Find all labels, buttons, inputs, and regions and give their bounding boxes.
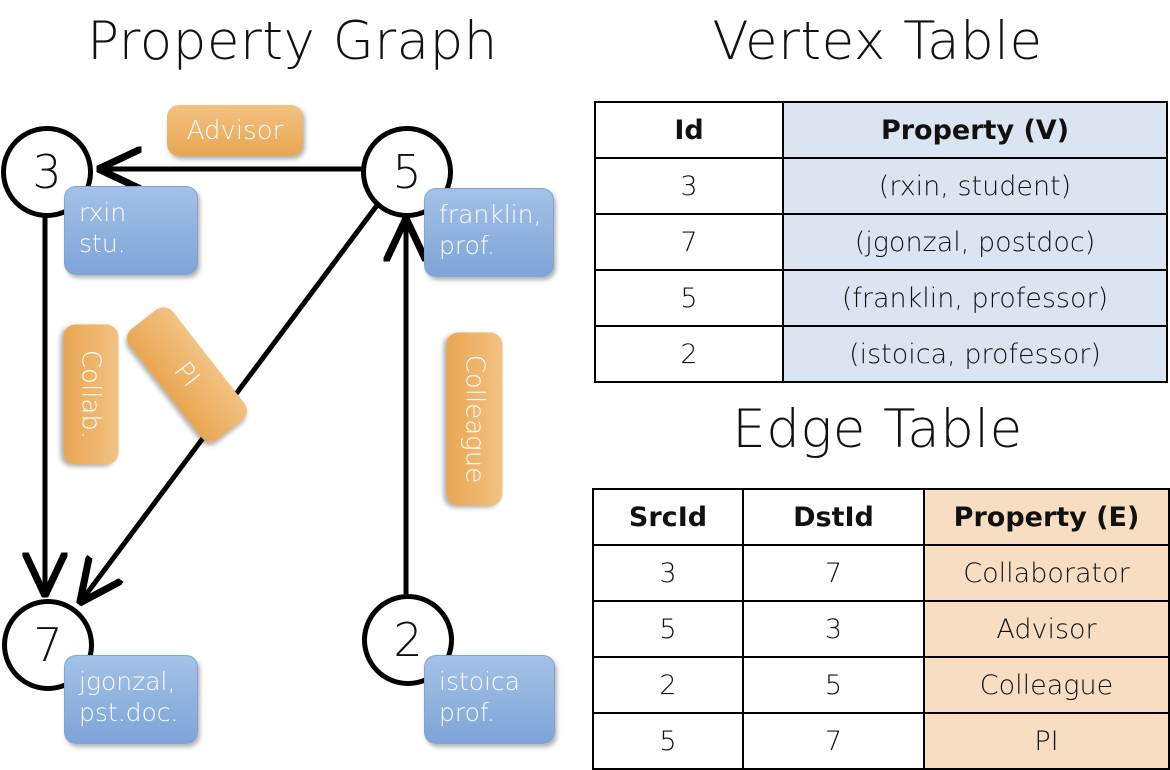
table-row: 2 (istoica, professor)	[594, 325, 1168, 383]
edge-cell-srcid: 5	[592, 600, 744, 658]
vertex-property-badge-7: jgonzal, pst.doc.	[64, 655, 198, 744]
graph-node-3-label: 3	[32, 145, 62, 199]
vertex-cell-property: (rxin, student)	[782, 157, 1168, 215]
vertex-property-badge-5: franklin, prof.	[424, 188, 554, 277]
vertex-table-header-property: Property (V)	[782, 101, 1168, 159]
page-title-property-graph: Property Graph	[87, 11, 498, 72]
vertex-property-5-line1: franklin,	[439, 200, 542, 229]
vertex-property-5-line2: prof.	[439, 231, 495, 260]
vertex-property-badge-3: rxin stu.	[64, 186, 198, 275]
edge-cell-srcid: 5	[592, 712, 744, 770]
table-row: 2 5 Colleague	[592, 656, 1170, 714]
vertex-property-7-line1: jgonzal,	[79, 667, 176, 696]
vertex-cell-property: (jgonzal, postdoc)	[782, 213, 1168, 271]
graph-node-2-label: 2	[393, 613, 423, 667]
edge-property-badge-colleague: Colleague	[446, 332, 503, 506]
vertex-cell-property: (istoica, professor)	[782, 325, 1168, 383]
table-row: 3 7 Collaborator	[592, 544, 1170, 602]
graph-node-2[interactable]: 2	[362, 594, 454, 686]
edge-cell-property: Advisor	[923, 600, 1170, 658]
edge-table-header-property: Property (E)	[923, 488, 1170, 546]
edge-cell-dstid: 5	[742, 656, 925, 714]
edge-cell-srcid: 2	[592, 656, 744, 714]
edge-property-badge-collab: Collab.	[63, 324, 119, 465]
vertex-table: Id Property (V) 3 (rxin, student) 7 (jgo…	[594, 101, 1168, 383]
vertex-cell-id: 3	[594, 157, 784, 215]
table-row: 3 (rxin, student)	[594, 157, 1168, 215]
edge-cell-dstid: 3	[742, 600, 925, 658]
vertex-property-3-line1: rxin	[79, 198, 127, 227]
edge-cell-property: Collaborator	[923, 544, 1170, 602]
edge-cell-property: Colleague	[923, 656, 1170, 714]
edge-property-colleague-label: Colleague	[459, 354, 490, 484]
vertex-cell-id: 2	[594, 325, 784, 383]
edge-cell-dstid: 7	[742, 712, 925, 770]
vertex-property-3-line2: stu.	[79, 229, 126, 258]
table-row: 7 (jgonzal, postdoc)	[594, 213, 1168, 271]
edge-property-pi-label: PI	[167, 356, 207, 393]
edge-cell-dstid: 7	[742, 544, 925, 602]
edge-property-badge-advisor: Advisor	[167, 105, 303, 156]
edge-table: SrcId DstId Property (E) 3 7 Collaborato…	[592, 488, 1170, 770]
table-row: 5 (franklin, professor)	[594, 269, 1168, 327]
edge-property-collab-label: Collab.	[76, 349, 106, 440]
page-title-vertex-table: Vertex Table	[712, 11, 1043, 72]
page-title-edge-table: Edge Table	[732, 399, 1023, 460]
vertex-property-7-line2: pst.doc.	[79, 698, 179, 727]
edge-table-header-dstid: DstId	[742, 488, 925, 546]
edge-table-header-srcid: SrcId	[592, 488, 744, 546]
graph-node-5[interactable]: 5	[361, 126, 453, 218]
graph-node-5-label: 5	[392, 145, 422, 199]
vertex-property-2-line2: prof.	[439, 698, 495, 727]
vertex-cell-property: (franklin, professor)	[782, 269, 1168, 327]
graph-node-7-label: 7	[33, 618, 63, 672]
edge-property-advisor-label: Advisor	[186, 115, 284, 146]
vertex-table-header-row: Id Property (V)	[594, 101, 1168, 159]
table-row: 5 7 PI	[592, 712, 1170, 770]
vertex-property-2-line1: istoica	[439, 667, 521, 696]
edge-cell-property: PI	[923, 712, 1170, 770]
edge-cell-srcid: 3	[592, 544, 744, 602]
table-row: 5 3 Advisor	[592, 600, 1170, 658]
vertex-cell-id: 5	[594, 269, 784, 327]
edge-table-header-row: SrcId DstId Property (E)	[592, 488, 1170, 546]
vertex-cell-id: 7	[594, 213, 784, 271]
vertex-table-header-id: Id	[594, 101, 784, 159]
vertex-property-badge-2: istoica prof.	[424, 655, 555, 744]
